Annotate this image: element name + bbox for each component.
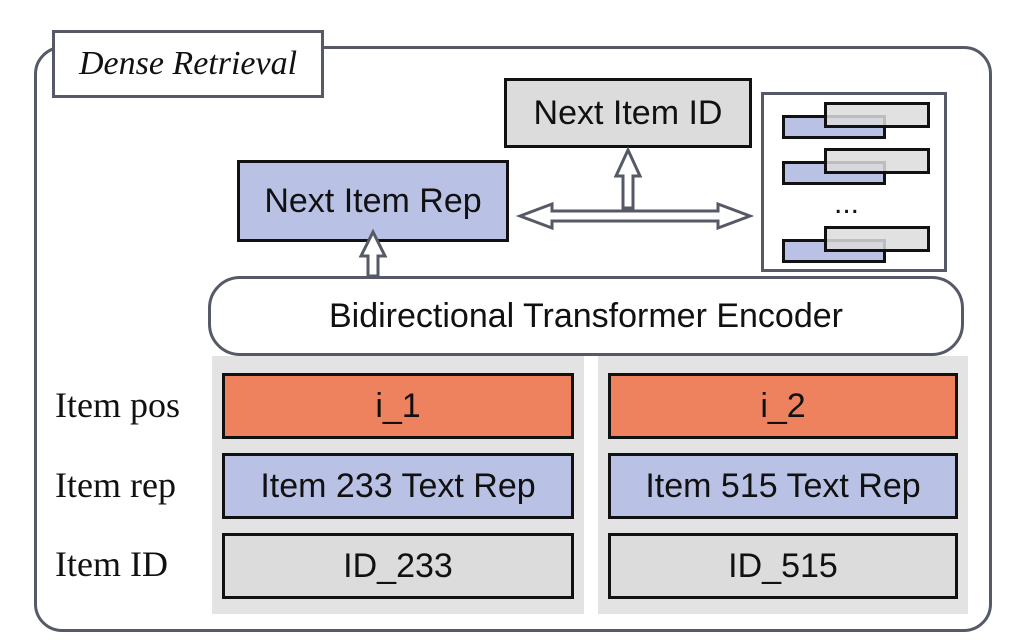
candidate-id-3	[824, 226, 930, 252]
candidates-ellipsis: ...	[834, 187, 860, 220]
row-label-item-rep: Item rep	[55, 465, 176, 505]
row-label-item-id: Item ID	[55, 544, 168, 584]
dense-retrieval-frame	[34, 46, 992, 632]
transformer-encoder-box: Bidirectional Transformer Encoder	[208, 276, 964, 356]
up-arrow-to-next-item-id	[613, 146, 643, 210]
item-rep-cell: Item 515 Text Rep	[608, 453, 958, 519]
diagram-title: Dense Retrieval	[52, 30, 324, 98]
item-pos-cell: i_2	[608, 373, 958, 439]
double-arrow-rep-to-candidates	[515, 201, 755, 231]
row-label-item-pos: Item pos	[55, 385, 180, 425]
item-pos-cell: i_1	[222, 373, 574, 439]
next-item-rep-box: Next Item Rep	[237, 160, 509, 242]
item-rep-cell: Item 233 Text Rep	[222, 453, 574, 519]
candidate-id-1	[824, 102, 930, 128]
item-id-cell: ID_515	[608, 533, 958, 599]
candidate-items-panel: ...	[761, 92, 947, 272]
up-arrow-encoder-to-next-rep	[358, 228, 388, 278]
item-id-cell: ID_233	[222, 533, 574, 599]
candidate-id-2	[824, 148, 930, 174]
